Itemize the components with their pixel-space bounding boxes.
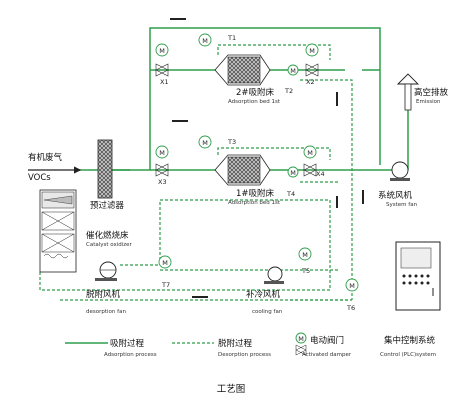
catalyst-label-cn: 催化燃烧床 [86,230,129,241]
diagram-caption: 工艺图 [217,384,246,395]
damper-t7: M T7 [158,255,172,289]
svg-text:M: M [309,47,315,55]
svg-text:M: M [349,282,355,290]
legend-desorption-cn: 脱附过程 [218,338,253,349]
damper-t3-label: T3 [227,138,236,146]
svg-text:M: M [202,37,208,45]
system-fan: 系统风机 System fan [378,161,418,208]
damper-t1: M T1 [198,33,236,47]
bed-1-label-en: Adsorption bed 1st [228,200,281,206]
system-fan-label-cn: 系统风机 [378,190,413,201]
svg-text:M: M [307,149,313,157]
prefilter-body [97,139,113,199]
damper-t2-label: T2 [284,87,293,95]
adsorption-pipes [75,27,409,171]
damper-t6-label: T6 [346,304,355,312]
damper-t3: M T3 [198,135,236,149]
prefilter-label: 预过滤器 [90,200,125,211]
cooling-fan: 补冷风机 cooling fan [246,266,284,315]
bed-1-media [227,156,261,184]
damper-t5: M T5 [298,247,312,275]
damper-x2-label: X2 [306,78,315,86]
damper-t4: M T4 [286,166,299,198]
damper-x3-label: X3 [158,178,167,186]
svg-text:M: M [162,259,168,267]
catalyst-oxidizer: 催化燃烧床 Catalyst oxidizer [39,189,133,273]
svg-text:M: M [290,67,296,75]
damper-t6: M T6 [345,278,359,312]
damper-x4: M X4 [303,145,325,178]
damper-x1-label: X1 [160,78,169,86]
legend-adsorption-en: Adsorption process [104,352,157,358]
desorption-pipes [39,44,353,301]
emission-label-en: Emission [416,99,441,105]
svg-text:M: M [202,139,208,147]
inlet-label-en: VOCs [28,173,51,183]
emission-stack: 高空排放 Emission [396,73,449,111]
bed-2-media [227,56,261,84]
desorption-fan-label-en: desorption fan [86,309,126,315]
svg-text:M: M [302,251,308,259]
legend-damper-cn: 电动阀门 [310,335,344,346]
cooling-fan-label-en: cooling fan [252,309,283,315]
damper-x4-label: X4 [316,170,325,178]
damper-t2: M T2 [284,64,299,95]
adsorption-bed-2: 2#吸附床 Adsorption bed 1st [214,54,281,105]
svg-text:M: M [159,47,165,55]
bed-2-label-cn: 2#吸附床 [236,87,275,98]
plc-cabinet [395,241,441,311]
svg-text:M: M [298,335,304,343]
damper-t1-label: T1 [227,34,236,42]
damper-t5-label: T5 [301,267,310,275]
system-fan-label-en: System fan [386,202,418,208]
damper-t7-label: T7 [161,281,170,289]
damper-t4-label: T4 [286,190,295,198]
damper-x3: M X3 [155,145,169,186]
desorption-fan: 脱附风机 desorption fan [86,261,126,315]
prefilter: 预过滤器 [90,139,125,211]
inlet-label: 有机废气 VOCs [28,152,82,183]
catalyst-label-en: Catalyst oxidizer [86,242,133,248]
legend-adsorption-cn: 吸附过程 [110,338,145,349]
desorption-fan-label-cn: 脱附风机 [86,289,121,300]
svg-text:M: M [159,149,165,157]
legend: 吸附过程 Adsorption process 脱附过程 Desorption … [65,332,436,358]
legend-desorption-en: Desorption process [218,352,271,358]
adsorption-bed-1: 1#吸附床 Adsorption bed 1st [214,154,281,206]
damper-x2: M X2 [305,43,319,86]
inlet-label-cn: 有机废气 [28,152,63,163]
legend-plc-en: Control (PLC)system [380,352,436,358]
damper-x1: M X1 [155,43,169,86]
signal-bars [170,18,364,298]
cooling-fan-label-cn: 补冷风机 [246,289,281,300]
bed-2-label-en: Adsorption bed 1st [228,99,281,105]
bed-1-label-cn: 1#吸附床 [236,188,275,199]
legend-plc-cn: 集中控制系统 [384,335,436,346]
legend-damper-icon: M [295,332,307,356]
legend-damper-en: Activated damper [302,352,352,358]
svg-text:M: M [290,169,296,177]
emission-label-cn: 高空排放 [414,87,449,98]
